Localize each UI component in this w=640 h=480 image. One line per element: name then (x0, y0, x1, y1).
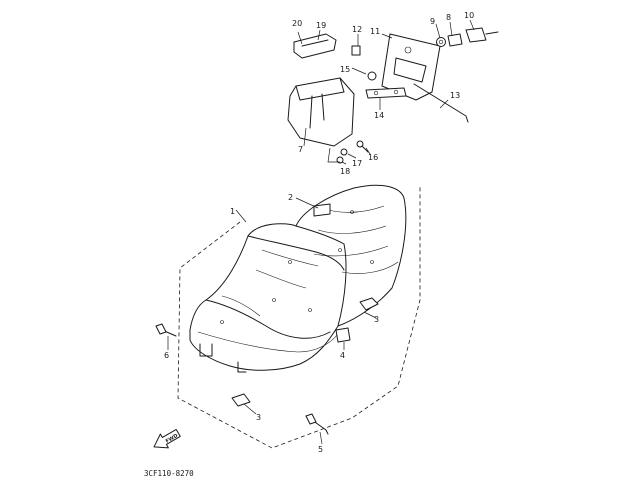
callout-14: 14 (374, 111, 384, 120)
callout-4: 4 (340, 351, 345, 360)
callout-10: 10 (464, 11, 474, 20)
callout-3a: 3 (374, 315, 379, 324)
callout-9: 9 (430, 17, 435, 26)
seat (189, 184, 407, 373)
callout-20: 20 (292, 19, 302, 28)
clip-12 (351, 45, 361, 56)
seat-damper-center (335, 327, 351, 343)
seat-strap (313, 203, 331, 217)
drawing-code: 3CF110-8270 (144, 469, 194, 478)
washer-17 (340, 148, 348, 156)
screw-16 (356, 140, 369, 153)
nut-15 (367, 71, 377, 81)
callout-18: 18 (340, 167, 350, 176)
callout-6: 6 (164, 351, 169, 360)
callout-15: 15 (340, 65, 350, 74)
rod-13 (413, 83, 469, 123)
lock-washer-9 (436, 37, 446, 47)
screw-18 (336, 156, 344, 164)
lock-cylinder-8 (447, 33, 463, 47)
callout-7: 7 (298, 145, 303, 154)
callout-17: 17 (352, 159, 362, 168)
callout-16: 16 (368, 153, 378, 162)
callout-19: 19 (316, 21, 326, 30)
bolt-6 (155, 323, 177, 337)
callout-13: 13 (450, 91, 460, 100)
callout-8: 8 (446, 13, 451, 22)
callout-labels: 1 2 3 3 4 5 6 7 8 9 10 11 12 13 14 15 16… (164, 11, 474, 454)
storage-box (287, 77, 355, 147)
callout-1: 1 (230, 207, 235, 216)
holder-19-20 (293, 33, 337, 59)
callout-5: 5 (318, 445, 323, 454)
callout-3b: 3 (256, 413, 261, 422)
callout-11: 11 (370, 27, 380, 36)
seat-damper-right (359, 297, 379, 311)
callout-12: 12 (352, 25, 362, 34)
callout-2: 2 (288, 193, 293, 202)
seat-damper-left (231, 393, 251, 407)
cover-plate (381, 33, 441, 101)
leader-lines (167, 19, 475, 445)
bolt-5 (305, 413, 329, 435)
bracket-14 (365, 87, 407, 99)
fwd-arrow-icon: FWD (153, 428, 181, 449)
seat-assembly-outline (177, 186, 421, 449)
fwd-label: FWD (165, 433, 179, 445)
key-10 (465, 27, 499, 43)
